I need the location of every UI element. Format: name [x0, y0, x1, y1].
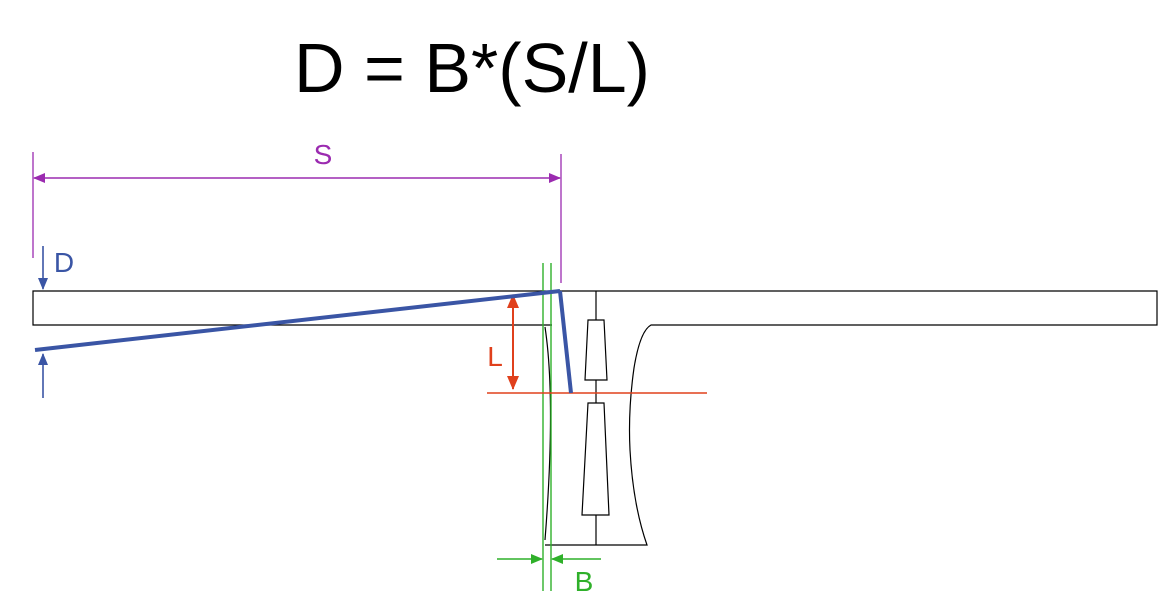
span-dimension: S — [32, 139, 562, 283]
span-label: S — [314, 139, 333, 170]
gap-label: B — [575, 566, 594, 597]
lever-label: L — [487, 341, 503, 372]
gap-dimension: B — [497, 263, 601, 597]
deflected-beam-line — [34, 289, 561, 352]
right-plate — [545, 290, 1158, 546]
link-lower-element — [581, 402, 610, 516]
deflection: D — [34, 246, 573, 398]
lever-dimension: L — [487, 294, 707, 394]
formula-title: D = B*(S/L) — [294, 29, 650, 107]
deflection-label: D — [54, 247, 74, 278]
rotated-web-line — [558, 290, 573, 394]
left-beam — [32, 290, 560, 326]
structure-outline — [32, 290, 1158, 546]
left-web-curve — [544, 326, 552, 541]
link-upper-element — [584, 319, 608, 381]
